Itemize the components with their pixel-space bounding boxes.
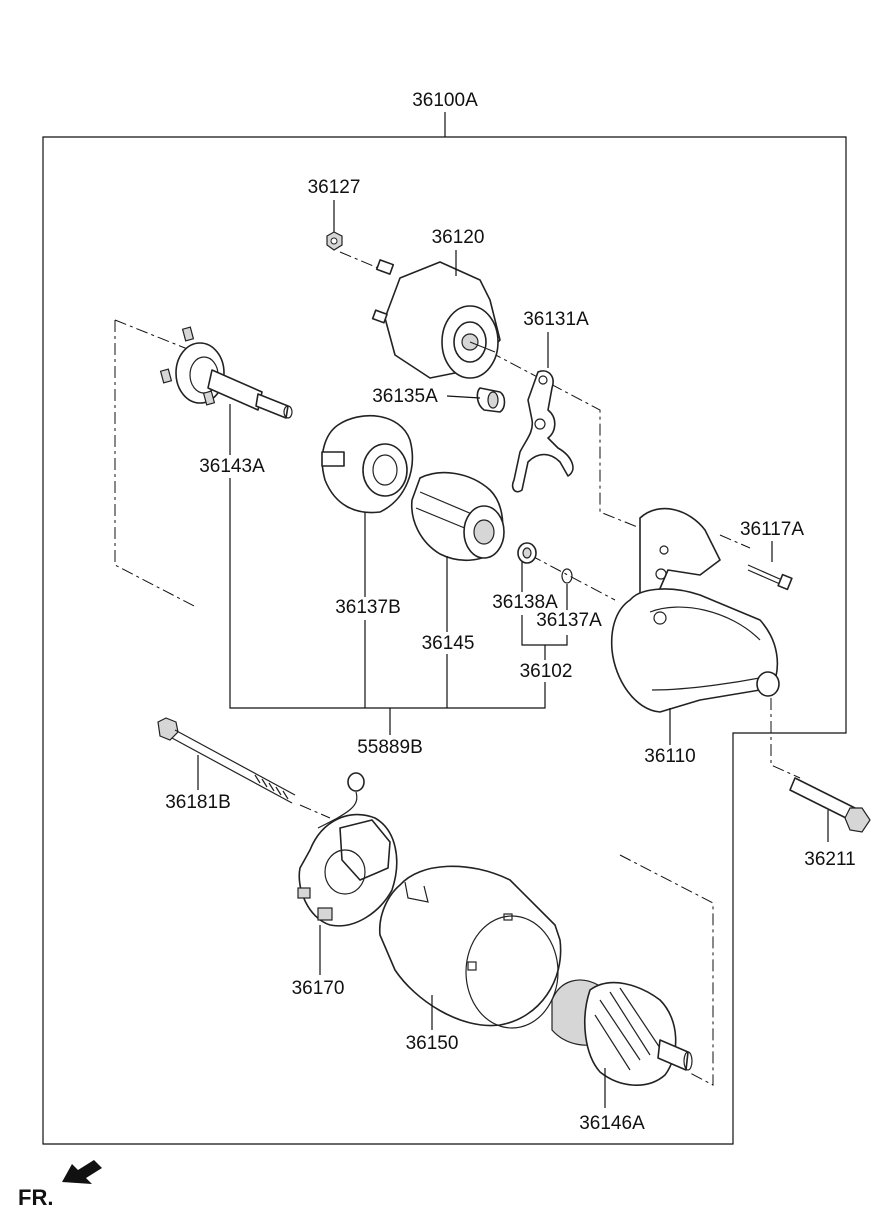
nut-part [326, 231, 343, 251]
front-housing-part [610, 507, 780, 713]
part-label-36127: 36127 [308, 177, 361, 198]
part-label-36146A: 36146A [579, 1113, 645, 1134]
housing-bolt-part [747, 564, 793, 591]
part-label-36138A: 36138A [492, 592, 558, 613]
part-label-55889B: 55889B [357, 737, 423, 758]
part-label-36145: 36145 [422, 633, 475, 654]
stop-washer-part [517, 542, 537, 564]
part-label-36120: 36120 [432, 227, 485, 248]
through-bolt-part [157, 717, 296, 804]
orientation-label: FR. [18, 1185, 53, 1210]
part-label-36143A: 36143A [199, 456, 265, 477]
assembly-boundary [42, 136, 847, 1145]
part-label-36117A: 36117A [740, 519, 804, 540]
part-label-36211: 36211 [804, 849, 855, 870]
front-direction-arrow-icon [62, 1160, 102, 1184]
snap-ring-part [561, 568, 573, 584]
part-label-36137A: 36137A [536, 610, 602, 631]
brush-holder-part [297, 772, 398, 927]
yoke-part [378, 865, 562, 1029]
armature-part [551, 979, 693, 1086]
mounting-bolt-part [789, 777, 871, 833]
leader-lines [197, 200, 829, 1108]
part-label-36181B: 36181B [165, 792, 231, 813]
part-label-36102: 36102 [520, 661, 573, 682]
part-label-36131A: 36131A [523, 309, 589, 330]
part-label-36170: 36170 [292, 978, 345, 999]
shift-lever-part [511, 370, 574, 493]
plunger-part [476, 387, 506, 413]
overrunning-clutch-part [410, 471, 505, 562]
part-label-36150: 36150 [406, 1033, 459, 1054]
part-label-36135A: 36135A [372, 386, 438, 407]
pinion-shaft-part [159, 326, 293, 419]
part-label-36137B: 36137B [335, 597, 401, 618]
clutch-housing-part [321, 414, 414, 514]
solenoid-part [371, 259, 501, 379]
part-label-36110: 36110 [644, 746, 695, 767]
assembly-label: 36100A [412, 90, 478, 111]
